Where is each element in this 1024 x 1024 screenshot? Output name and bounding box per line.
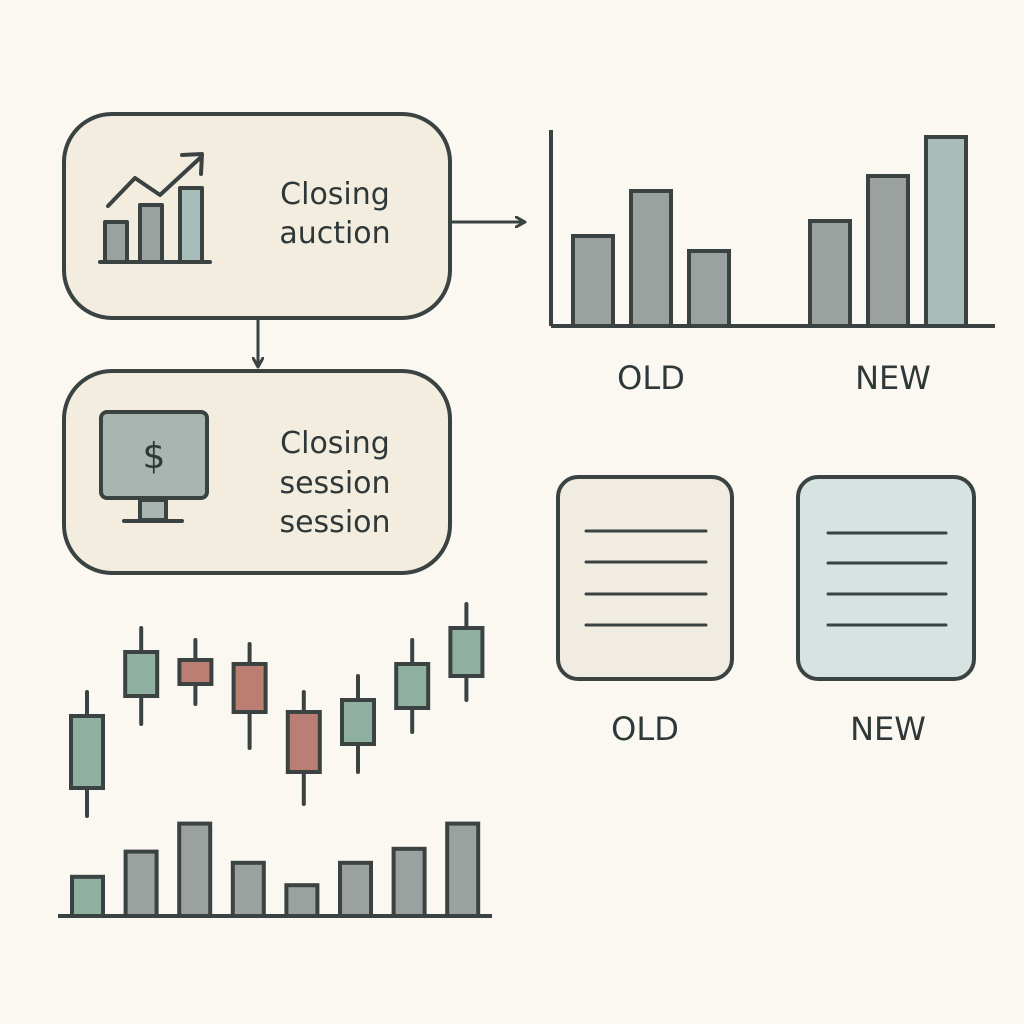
new-document: NEW xyxy=(796,475,976,748)
session-label-line2: session xyxy=(279,466,390,501)
auction-label-line1: Closing xyxy=(280,177,390,212)
volume-bar-4 xyxy=(230,860,266,918)
candle-body xyxy=(448,626,485,678)
candlestick-chart xyxy=(69,602,485,818)
document-old-label: OLD xyxy=(611,710,679,748)
comparison-bar-new-2 xyxy=(866,174,910,328)
candlestick-2 xyxy=(123,626,160,726)
volume-bar-8 xyxy=(445,821,481,918)
comparison-bar-new-1 xyxy=(808,219,852,328)
document-lines-icon xyxy=(796,475,976,681)
monitor-dollar-icon: $ xyxy=(99,410,209,523)
volume-bar-chart xyxy=(58,821,492,919)
closing-session-box: $ Closing session session xyxy=(62,369,452,575)
volume-bar-6 xyxy=(338,860,373,918)
candle-body xyxy=(177,658,214,686)
candlestick-7 xyxy=(394,638,431,734)
volume-bar-1 xyxy=(70,874,105,918)
candlestick-4 xyxy=(231,642,268,750)
volume-bar-7 xyxy=(391,846,427,918)
chart-old-label: OLD xyxy=(617,359,685,397)
candle-body xyxy=(340,698,376,746)
comparison-bar-old-3 xyxy=(687,249,731,328)
candlestick-6 xyxy=(340,674,376,774)
comparison-bar-old-2 xyxy=(629,189,673,328)
candlestick-8 xyxy=(448,602,485,702)
candlestick-1 xyxy=(69,690,105,818)
candlestick-3 xyxy=(177,638,214,706)
closing-auction-box: Closing auction xyxy=(62,112,452,320)
document-new-label: NEW xyxy=(850,710,926,748)
old-document: OLD xyxy=(556,475,734,748)
candle-body xyxy=(123,650,160,698)
auction-label-line2: auction xyxy=(279,216,390,251)
comparison-bar-old-1 xyxy=(571,234,615,328)
candle-body xyxy=(231,662,268,714)
document-lines-icon xyxy=(556,475,734,681)
session-label-line1: Closing xyxy=(280,426,390,461)
old-new-bar-chart: OLD NEW xyxy=(549,130,995,397)
chart-new-label: NEW xyxy=(855,359,931,397)
candle-body xyxy=(69,714,105,790)
growth-chart-icon xyxy=(98,152,212,264)
candle-body xyxy=(394,662,431,710)
candle-body xyxy=(285,710,322,774)
volume-bar-3 xyxy=(177,821,213,918)
dollar-sign: $ xyxy=(143,436,166,477)
comparison-bar-new-3 xyxy=(924,135,968,328)
session-label-line3: session xyxy=(279,505,390,540)
volume-bar-2 xyxy=(123,849,159,918)
volume-bar-5 xyxy=(284,883,320,919)
candlestick-5 xyxy=(285,690,322,806)
